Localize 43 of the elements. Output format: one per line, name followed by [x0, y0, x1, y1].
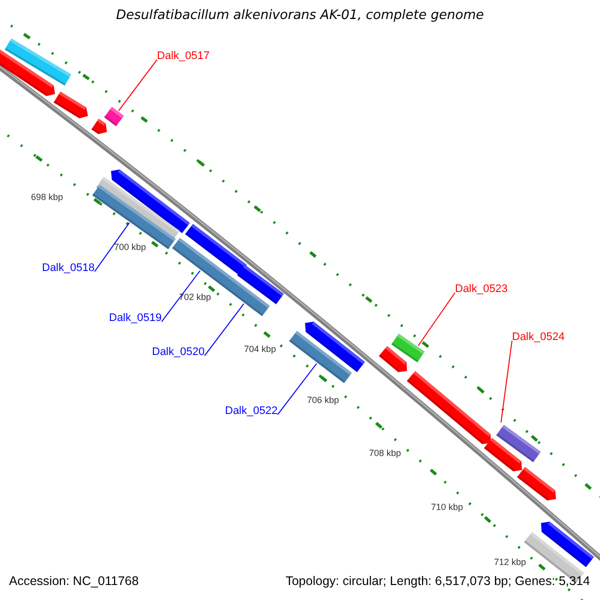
genome-info-note: Topology: circular; Length: 6,517,073 bp; Genes: 5,314 [286, 574, 590, 588]
tick-label: 710 kbp [430, 502, 464, 512]
gene-feature [237, 264, 284, 304]
gene-feature [289, 330, 352, 384]
gene-label: Dalk_0523 [455, 283, 508, 296]
tick-label: 706 kbp [306, 395, 340, 406]
gene-feature [484, 438, 522, 472]
gene-feature [104, 106, 124, 126]
gene-feature [172, 238, 270, 316]
gene-label: Dalk_0520 [152, 346, 205, 359]
gene-feature [4, 38, 72, 86]
gene-label: Dalk_0524 [512, 331, 565, 344]
leader-line [418, 292, 456, 346]
tick-label: 698 kbp [30, 192, 64, 202]
gene-feature [54, 91, 88, 118]
tick-label: 700 kbp [112, 242, 148, 252]
leader-line [94, 222, 130, 272]
diagram-title: Desulfatibacillum alkenivorans AK-01, complete genome [115, 9, 485, 24]
tick-label: 702 kbp [178, 292, 212, 302]
gene-label: Dalk_0519 [109, 312, 162, 325]
tick-label: 712 kbp [492, 557, 528, 568]
leader-line [277, 363, 318, 416]
gene-feature [0, 48, 55, 96]
leader-line [204, 303, 244, 356]
leader-line [500, 340, 512, 424]
gene-feature [517, 466, 556, 500]
accession-note: Accession: NC_011768 [9, 574, 139, 588]
gene-feature [305, 322, 366, 372]
leader-line [161, 270, 201, 322]
gene-feature [378, 346, 407, 372]
gene-feature [406, 371, 491, 444]
gene-label: Dalk_0522 [225, 405, 278, 418]
gene-feature [91, 118, 107, 134]
gene-label: Dalk_0517 [157, 50, 210, 63]
gene-feature [496, 424, 541, 462]
gene-label: Dalk_0518 [42, 262, 95, 275]
gene-feature [541, 522, 594, 568]
gene-feature [391, 334, 425, 362]
tick-label: 704 kbp [242, 344, 278, 354]
gene-feature [185, 224, 247, 276]
gene-feature [111, 169, 190, 234]
leader-line [118, 59, 158, 112]
tick-label: 708 kbp [368, 448, 402, 458]
